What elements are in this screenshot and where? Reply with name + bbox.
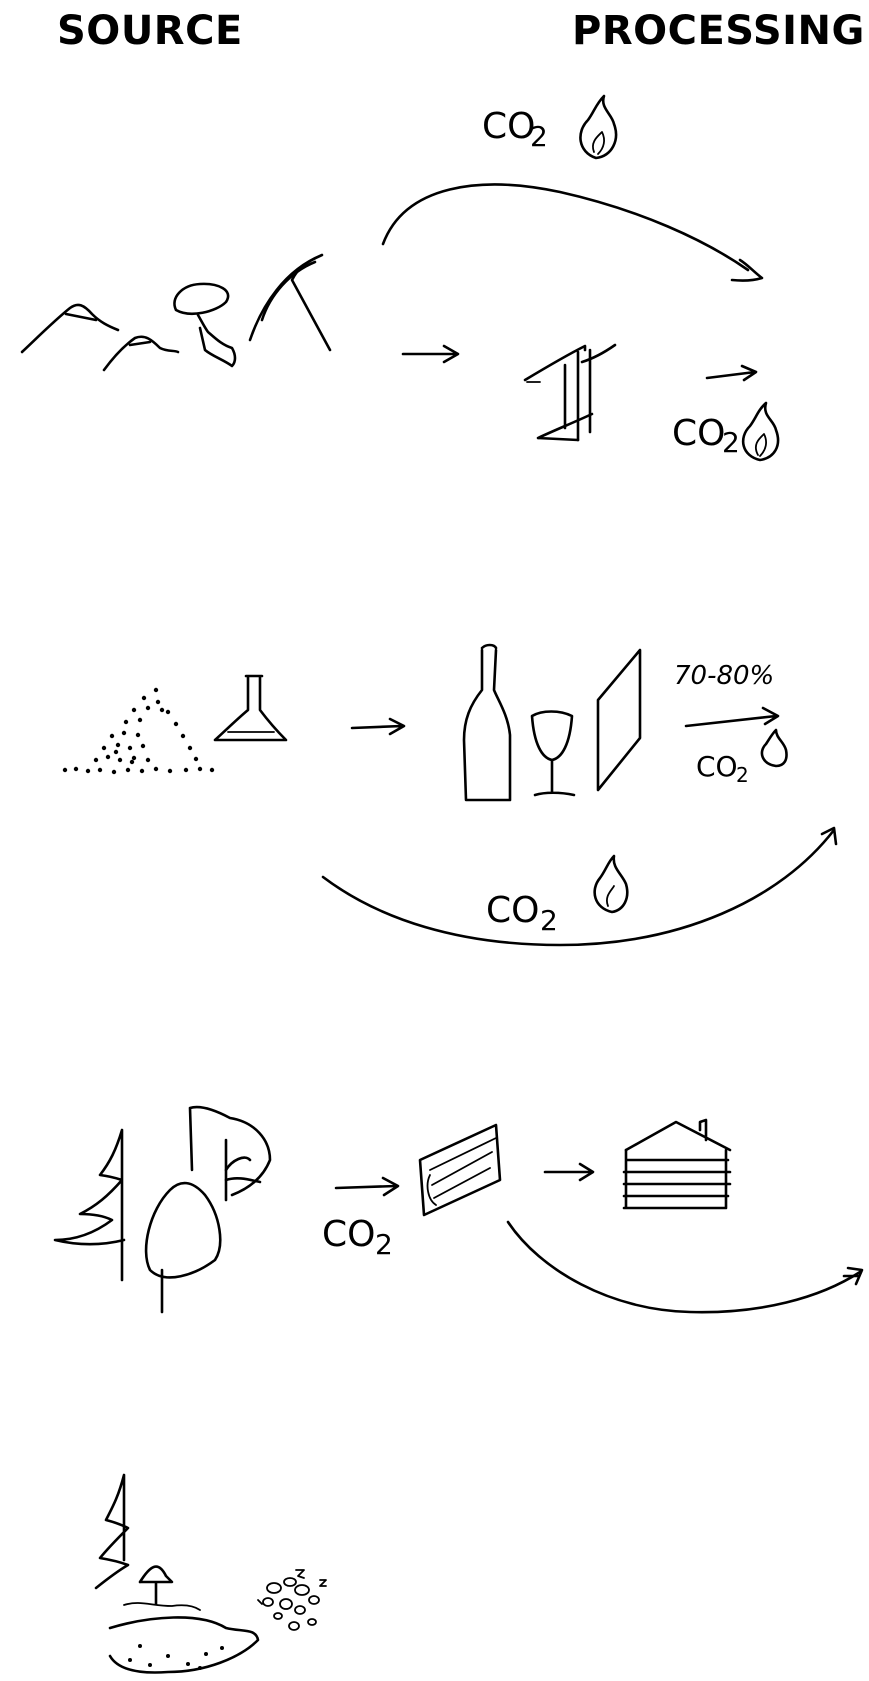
co2-subscript: 2 [530, 120, 548, 153]
wine-glass-icon [532, 712, 574, 796]
flame-icon [762, 730, 787, 766]
arrow-right-mining [403, 346, 458, 362]
co2-label: CO [482, 106, 535, 147]
rock-icon [174, 284, 235, 366]
row-soil [96, 1475, 326, 1672]
flame-icon [595, 856, 628, 912]
trees-icon [55, 1107, 270, 1312]
arrow-curve-wood [508, 1222, 862, 1312]
row-glass: 70-80% CO 2 CO 2 [63, 645, 836, 945]
co2-subscript: 2 [722, 426, 740, 459]
percentage-label: 70-80% [674, 661, 774, 691]
co2-label: CO [672, 413, 725, 454]
co2-label: CO [486, 890, 539, 931]
arrow-right-timber [545, 1164, 593, 1180]
co2-subscript: 2 [540, 904, 558, 937]
glass-pane-icon [598, 650, 640, 790]
arrow-right-steel [707, 366, 756, 380]
flask-icon [215, 676, 286, 740]
co2-subscript: 2 [375, 1228, 393, 1261]
arrow-right-wood [336, 1178, 398, 1195]
soil-particles-icon [258, 1570, 326, 1630]
flame-icon [580, 96, 616, 158]
arrow-curve-top [383, 185, 762, 281]
row-wood: CO 2 [55, 1107, 862, 1312]
bottle-icon [464, 645, 510, 800]
sand-pile-icon [63, 688, 214, 774]
mountain-icon [22, 305, 178, 370]
arrow-right-glass [686, 708, 778, 726]
row-mining: CO 2 CO 2 [22, 96, 778, 460]
arrow-curve-bottom [323, 828, 836, 945]
arrow-right-sand [352, 719, 404, 734]
house-icon [624, 1120, 730, 1208]
forest-floor-icon [96, 1475, 258, 1672]
co2-subscript: 2 [736, 763, 749, 787]
pickaxe-icon [250, 255, 330, 350]
co2-label: CO [696, 750, 738, 783]
co2-label: CO [322, 1214, 375, 1255]
timber-board-icon [420, 1125, 500, 1215]
steel-beam-icon [525, 345, 615, 440]
flame-icon [743, 403, 778, 460]
